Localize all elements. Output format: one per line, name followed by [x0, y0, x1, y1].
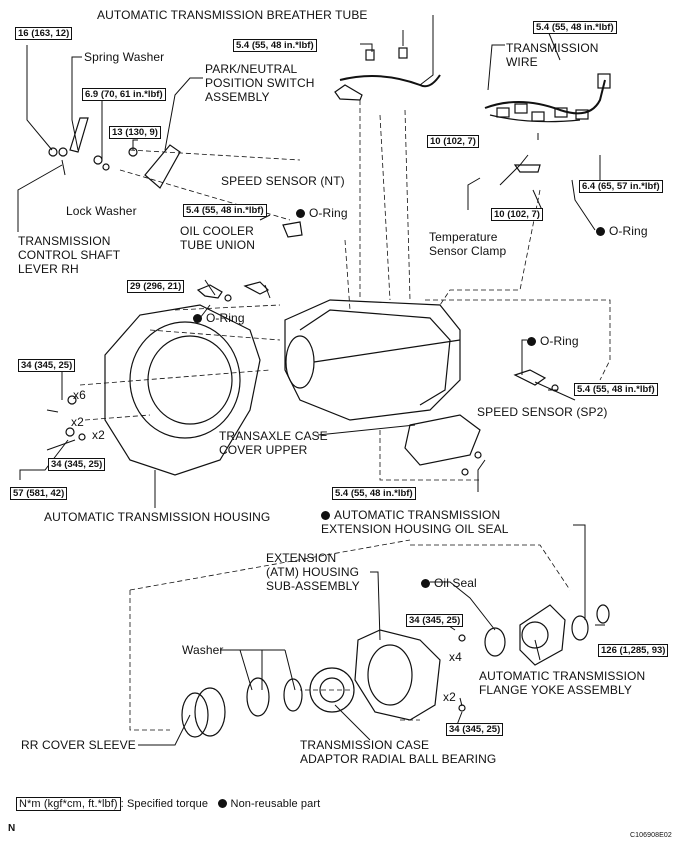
label-breather-tube: AUTOMATIC TRANSMISSION BREATHER TUBE	[97, 8, 368, 22]
mult-x2b: x2	[92, 428, 105, 442]
label-oil-cooler: OIL COOLER TUBE UNION	[180, 224, 256, 252]
label-rr-cover: RR COVER SLEEVE	[21, 738, 136, 752]
label-radial-bearing: TRANSMISSION CASE ADAPTOR RADIAL BALL BE…	[300, 738, 497, 766]
torque-126: 126 (1,285, 93)	[598, 644, 669, 657]
label-washer: Washer	[182, 643, 224, 657]
figure-code: C106908E02	[630, 832, 672, 839]
label-o-ring-nt: O-Ring	[296, 206, 348, 220]
label-lock-washer: Lock Washer	[66, 204, 137, 218]
non-reusable-dot-icon	[421, 579, 430, 588]
legend: N*m (kgf*cm, ft.*lbf): Specified torque …	[16, 796, 320, 811]
torque-57: 57 (581, 42)	[10, 487, 68, 500]
label-park-neutral: PARK/NEUTRAL POSITION SWITCH ASSEMBLY	[205, 62, 315, 104]
label-transaxle-cover: TRANSAXLE CASE COVER UPPER	[219, 429, 328, 457]
label-speed-sensor-sp2: SPEED SENSOR (SP2)	[477, 405, 608, 419]
legend-non-reusable: Non-reusable part	[230, 798, 321, 810]
torque-sp2: 5.4 (55, 48 in.*lbf)	[574, 383, 658, 396]
label-control-shaft: TRANSMISSION CONTROL SHAFT LEVER RH	[18, 234, 121, 276]
mult-x2a: x2	[71, 415, 84, 429]
mult-x2c: x2	[443, 690, 456, 704]
torque-10a: 10 (102, 7)	[427, 135, 479, 148]
leader-breather	[419, 15, 434, 86]
label-extension-housing: EXTENSION (ATM) HOUSING SUB-ASSEMBLY	[266, 551, 360, 593]
mult-x6: x6	[73, 388, 86, 402]
torque-13: 13 (130, 9)	[109, 126, 161, 139]
torque-16: 16 (163, 12)	[15, 27, 73, 40]
torque-64: 6.4 (65, 57 in.*lbf)	[579, 180, 663, 193]
non-reusable-dot-icon	[527, 337, 536, 346]
label-o-ring-cooler: O-Ring	[193, 311, 245, 325]
torque-34a: 34 (345, 25)	[18, 359, 76, 372]
torque-69: 6.9 (70, 61 in.*lbf)	[82, 88, 166, 101]
label-speed-sensor-nt: SPEED SENSOR (NT)	[221, 174, 345, 188]
torque-29: 29 (296, 21)	[127, 280, 185, 293]
label-atm-housing: AUTOMATIC TRANSMISSION HOUSING	[44, 510, 271, 524]
label-o-ring-wire: O-Ring	[596, 224, 648, 238]
non-reusable-dot-icon	[296, 209, 305, 218]
torque-cooler: 5.4 (55, 48 in.*lbf)	[183, 204, 267, 217]
label-flange-yoke: AUTOMATIC TRANSMISSION FLANGE YOKE ASSEM…	[479, 669, 646, 697]
label-transmission-wire: TRANSMISSION WIRE	[506, 41, 599, 69]
torque-34c: 34 (345, 25)	[406, 614, 464, 627]
legend-specified: : Specified torque	[120, 798, 209, 810]
label-temp-clamp: Temperature Sensor Clamp	[429, 230, 507, 258]
non-reusable-dot-icon	[193, 314, 202, 323]
torque-wire: 5.4 (55, 48 in.*lbf)	[533, 21, 617, 34]
label-oil-seal: Oil Seal	[421, 576, 477, 590]
torque-cover: 5.4 (55, 48 in.*lbf)	[332, 487, 416, 500]
torque-breather: 5.4 (55, 48 in.*lbf)	[233, 39, 317, 52]
label-o-ring-sp2: O-Ring	[527, 334, 579, 348]
non-reusable-dot-icon	[596, 227, 605, 236]
label-spring-washer: Spring Washer	[84, 50, 165, 64]
legend-unit-box: N*m (kgf*cm, ft.*lbf)	[16, 797, 121, 811]
footer-n: N	[8, 823, 16, 834]
label-oil-seal-ext: AUTOMATIC TRANSMISSION EXTENSION HOUSING…	[321, 508, 509, 536]
mult-x4: x4	[449, 650, 462, 664]
non-reusable-dot-icon	[321, 511, 330, 520]
torque-10b: 10 (102, 7)	[491, 208, 543, 221]
torque-34b: 34 (345, 25)	[48, 458, 106, 471]
torque-34d: 34 (345, 25)	[446, 723, 504, 736]
non-reusable-dot-icon	[217, 799, 227, 808]
